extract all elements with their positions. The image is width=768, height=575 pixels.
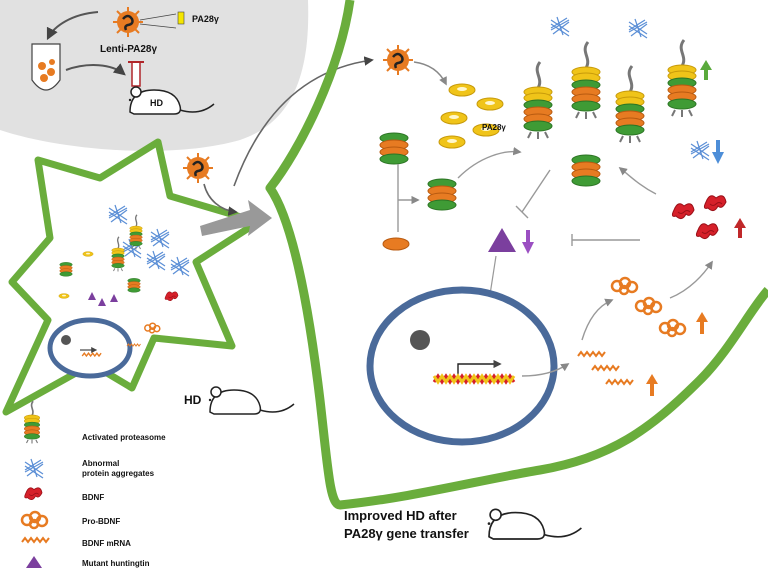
mutant-huntingtin-icon: [488, 228, 516, 252]
inset-panel: PA28γ Lenti-PA28γ HD: [0, 0, 309, 151]
legend-label: Abnormal: [82, 459, 119, 468]
legend: Activated proteasome Abnormal protein ag…: [20, 400, 166, 568]
inset-background: [0, 0, 309, 151]
cell-huntingtin-icon: [110, 294, 118, 302]
pa28g-gene-icon: [177, 11, 185, 25]
cell-membrane: [2, 138, 262, 416]
aggregate-icon: [690, 140, 710, 161]
gene-label: PA28γ: [192, 14, 219, 24]
lentivirus-main-icon: [381, 43, 415, 77]
improved-mouse-icon: [486, 508, 583, 540]
legend-bdnf-icon: [24, 487, 43, 501]
legend-label: BDNF: [82, 493, 104, 502]
main-membrane: [265, 0, 768, 510]
main-nucleus: [366, 286, 558, 446]
bdnf-mrna-icon: [605, 379, 634, 385]
vector-label: Lenti-PA28γ: [100, 44, 157, 55]
down-arrow-aggregates: [712, 152, 724, 164]
activated-proteasome-icon: [522, 60, 554, 141]
up-arrow-pro-bdnf: [696, 312, 708, 322]
hd-cell: HD: [2, 138, 295, 416]
ring-orange-icon: [382, 237, 410, 251]
legend-label: protein aggregates: [82, 469, 155, 478]
pa28g-rings: [438, 83, 504, 149]
legend-label: Pro-BDNF: [82, 517, 120, 526]
hd-mouse-icon: [208, 386, 295, 415]
activated-proteasome-icon: [570, 40, 602, 121]
legend-mrna-icon: [21, 537, 50, 543]
cell-nucleus: [47, 317, 133, 379]
pro-bdnf-icon: [610, 276, 639, 296]
zoom-arrow: [200, 200, 272, 236]
cell-core-icon: [59, 262, 73, 277]
pa28g-label: PA28γ: [482, 123, 506, 132]
dna-gene-icon: [432, 373, 516, 385]
bdnf-mrna-icon: [577, 351, 606, 357]
legend-huntingtin-icon: [26, 556, 42, 568]
cell-huntingtin-icon: [98, 298, 106, 306]
caption-line2: PA28γ gene transfer: [344, 526, 469, 541]
legend-proteasome-icon: [23, 400, 41, 445]
cell-huntingtin-icon: [88, 292, 96, 300]
legend-probdnf-icon: [20, 510, 49, 530]
caption-line1: Improved HD after: [344, 508, 457, 523]
pro-bdnf-icon: [634, 296, 663, 316]
activated-proteasome-icon: [666, 38, 698, 119]
aggregate-icon: [628, 18, 648, 39]
lentivirus-icon: [111, 5, 145, 39]
cell-core-icon: [127, 278, 141, 293]
core20s-icon: [427, 178, 457, 211]
lentivirus-entry-icon: [181, 151, 215, 185]
legend-aggregate-icon: [24, 458, 44, 479]
up-arrow-proteasome: [700, 60, 712, 70]
legend-label: Activated proteasome: [82, 433, 166, 442]
up-arrow-bdnf: [734, 218, 746, 228]
bdnf-mrna-icon: [591, 365, 620, 371]
tube-icon: [31, 43, 61, 91]
main-nucleolus: [410, 330, 430, 350]
activated-proteasome-icon: [614, 64, 646, 145]
pro-bdnf-icon: [658, 318, 687, 338]
bdnf-icon: [703, 195, 727, 212]
core20s-activated-icon: [571, 154, 601, 187]
core-green-icon: [379, 132, 409, 165]
aggregate-icon: [550, 16, 570, 37]
bdnf-icon: [671, 203, 695, 220]
legend-label: Mutant huntingtin: [82, 559, 150, 568]
inset-mouse-label: HD: [150, 98, 163, 108]
down-arrow-huntingtin: [522, 242, 534, 254]
bdnf-icon: [695, 223, 719, 240]
legend-label: BDNF mRNA: [82, 539, 131, 548]
cell-nucleolus: [61, 335, 71, 345]
up-arrow-mrna: [646, 374, 658, 384]
cell-hd-label: HD: [184, 393, 202, 407]
